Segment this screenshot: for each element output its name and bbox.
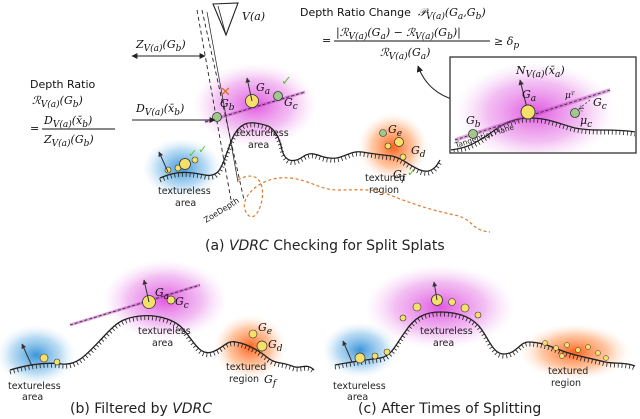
textured-region-label-a: textured xyxy=(365,173,405,184)
inset-ga-label: Ga xyxy=(522,88,536,104)
label-gd-b: Gd xyxy=(268,338,283,354)
camera-icon xyxy=(212,2,239,37)
inset-gc-label: Gc xyxy=(593,96,607,112)
textureless-area-label-b-mid-2: area xyxy=(152,338,173,349)
inset-gb-label: Gb xyxy=(466,114,481,130)
inset-box xyxy=(449,56,637,154)
textured-region-label-c-2: region xyxy=(551,378,581,389)
label-gc-b: Gc xyxy=(175,295,189,311)
label-ge-a: Ge xyxy=(388,123,402,139)
textured-region-label-b-2: region xyxy=(229,374,259,385)
textured-region-label-c: textured xyxy=(548,366,588,377)
textureless-area-label-a-mid-2: area xyxy=(248,140,269,151)
depth-ratio-eq: = xyxy=(30,122,39,135)
textured-region-label-a-2: region xyxy=(369,185,399,196)
surface-hatch-b xyxy=(9,316,316,375)
textureless-area-label-c-mid-2: area xyxy=(433,338,454,349)
caption-c: (c) After Times of Splitting xyxy=(358,401,541,417)
depth-ratio-num: DV(a)(x̄b) xyxy=(43,114,92,130)
depth-ratio-den: ZV(a)(Gb) xyxy=(43,133,94,149)
label-ge-b: Ge xyxy=(258,321,272,337)
magenta-gaussians-c xyxy=(399,281,482,322)
d-label: DV(a)(x̄b) xyxy=(135,102,184,118)
zoedepth-curve xyxy=(237,175,491,233)
orange-glow-c xyxy=(520,324,630,380)
label-gc-a: Gc xyxy=(284,96,298,112)
normal-arrow-b xyxy=(142,279,150,303)
orange-gaussians-a: ✓ xyxy=(379,129,416,179)
label-ga-a: Ga xyxy=(256,81,270,97)
label-gf-a: Gf xyxy=(393,168,407,184)
depth-ratio-symbol: ℛV(a)(Gb) xyxy=(32,94,83,110)
orange-glow-a xyxy=(358,113,428,181)
svg-text:✓: ✓ xyxy=(188,147,197,160)
textureless-area-label-c-mid: textureless xyxy=(420,326,473,337)
textureless-area-label-a-left-2: area xyxy=(175,198,196,209)
gaussian-gc-b xyxy=(166,295,176,305)
textured-region-label-b: textured xyxy=(226,362,266,373)
blue-gaussians-a: ✓ ✓ xyxy=(158,143,207,174)
panel-b: Ga Gc textureless area textureless area … xyxy=(0,260,316,417)
panel-a: V(a) ✕ ✓ Gb Ga Gc textureless area ✓ ✓ t… xyxy=(30,2,637,254)
camera-ray-3 xyxy=(206,11,239,183)
blue-gaussians-b xyxy=(21,343,61,367)
surface-curve-a xyxy=(159,122,441,179)
surface-curve-c xyxy=(334,311,636,367)
orange-gaussians-c xyxy=(542,340,609,361)
inset-mu-t-label: μᵀ xyxy=(565,91,576,101)
cross-mark: ✕ xyxy=(220,85,231,100)
label-gd-a: Gd xyxy=(411,144,426,160)
change-geq: ≥ δp xyxy=(494,35,519,51)
textureless-area-label-c-left: textureless xyxy=(333,381,386,392)
surface-curve-b xyxy=(9,314,315,371)
magenta-glow-c xyxy=(365,265,515,349)
inset-nvx-label: N xyxy=(577,104,586,113)
textureless-area-label-b-left: textureless xyxy=(8,381,61,392)
change-eq: = xyxy=(322,34,331,47)
depth-ratio-title: Depth Ratio xyxy=(30,78,96,91)
normal-arrow-a xyxy=(245,77,253,102)
textureless-area-label-a-mid: textureless xyxy=(236,128,289,139)
change-num: |ℛV(a)(Ga) − ℛV(a)(Gb)| xyxy=(336,26,461,42)
change-symbol: 𝒫V(a)(Ga,Gb) xyxy=(418,6,486,22)
inset-mu-label: μc xyxy=(580,114,592,130)
change-title: Depth Ratio Change xyxy=(300,6,411,19)
change-den: ℛV(a)(Ga) xyxy=(380,46,430,62)
inset-normal-label: NV(a)(x̄a) xyxy=(515,64,565,80)
label-gb-a: Gb xyxy=(220,97,235,113)
textureless-area-label-a-left: textureless xyxy=(158,186,211,197)
svg-text:✓: ✓ xyxy=(407,166,416,179)
orange-gaussians-b xyxy=(248,329,268,352)
z-label: ZV(a)(Gb) xyxy=(135,38,186,54)
textureless-area-label-b-mid: textureless xyxy=(138,326,191,337)
surface-hatch-a xyxy=(159,123,442,183)
caption-a: (a) VDRC Checking for Split Splats xyxy=(205,238,445,254)
check-mark-gc: ✓ xyxy=(281,74,292,89)
svg-text:✓: ✓ xyxy=(198,143,207,156)
magenta-glow-b xyxy=(103,260,227,340)
blue-gaussians-c xyxy=(342,340,391,364)
camera-ray-2 xyxy=(201,9,245,201)
gaussian-gc-a xyxy=(273,91,283,101)
panel-c: textureless area textureless area textur… xyxy=(322,265,636,417)
zoedepth-label: ZoeDepth xyxy=(202,196,240,225)
tangent-line-b xyxy=(69,284,201,326)
label-ga-b: Ga xyxy=(155,286,169,302)
textureless-area-label-b-left-2: area xyxy=(22,392,43,403)
textureless-area-label-c-left-2: area xyxy=(347,392,368,403)
camera-label: V(a) xyxy=(242,10,265,23)
label-gf-b: Gf xyxy=(264,373,278,389)
caption-b: (b) Filtered by VDRC xyxy=(70,401,212,417)
blue-glow-b xyxy=(0,325,76,385)
